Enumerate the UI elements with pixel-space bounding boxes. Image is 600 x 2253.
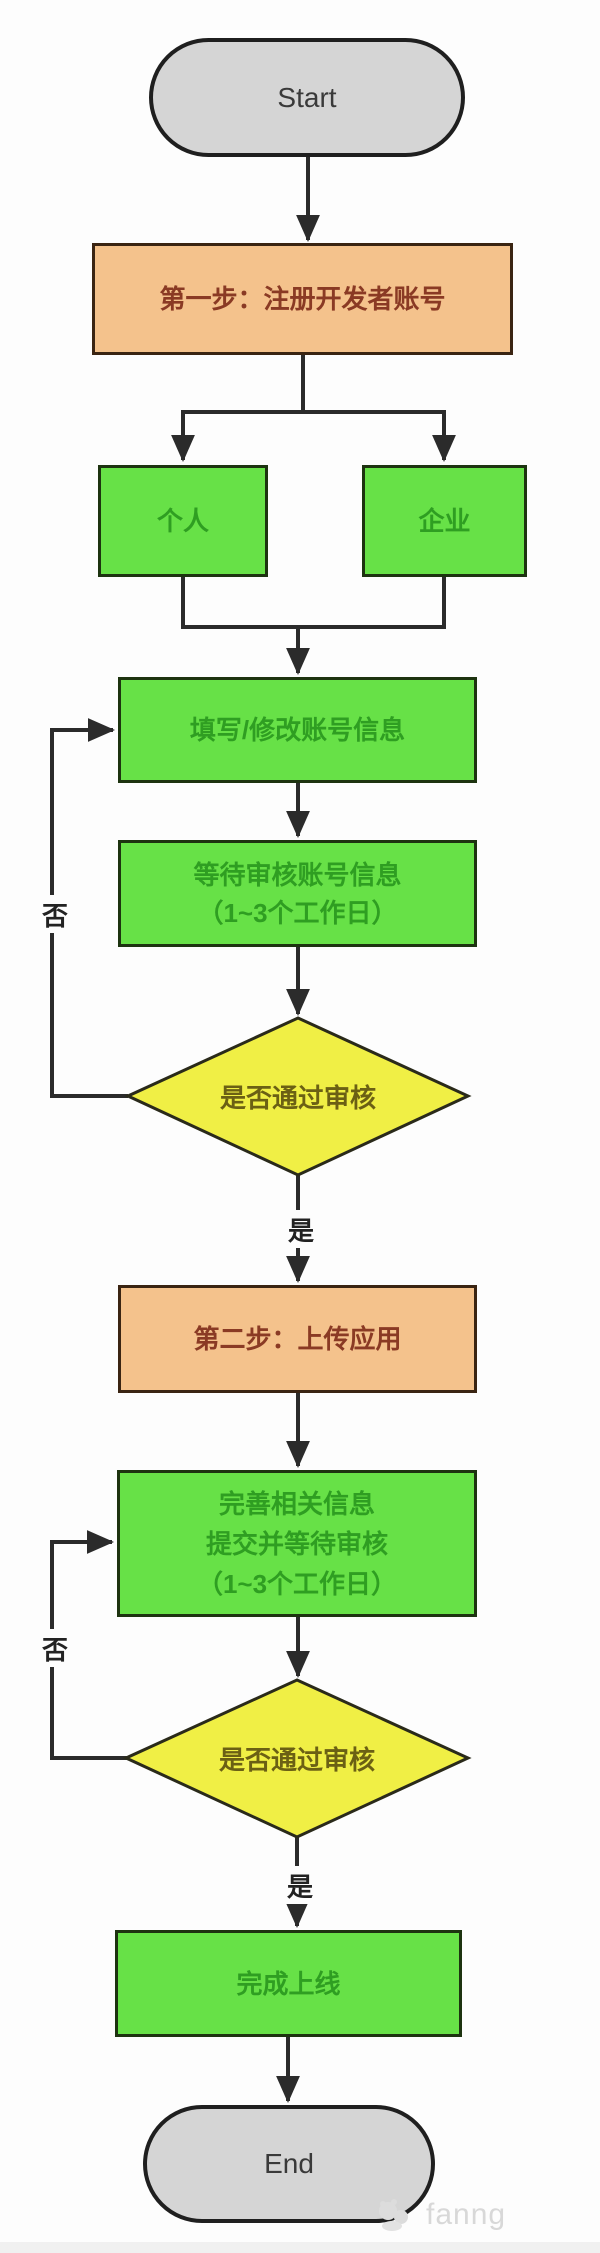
edge-step1-to-individual	[171, 355, 305, 462]
edge-step1-to-enterprise	[303, 410, 456, 462]
edge-label-no1: 否	[32, 895, 78, 933]
individual-node: 个人	[98, 465, 268, 577]
enterprise-label: 企业	[418, 506, 471, 536]
complete-info-node: 完善相关信息 提交并等待审核 （1~3个工作日）	[117, 1470, 477, 1617]
finish-node: 完成上线	[115, 1930, 462, 2037]
decision1-diamond	[124, 1016, 472, 1177]
bottom-band	[0, 2242, 600, 2253]
end-label: End	[264, 2148, 314, 2179]
edge-label-no2: 否	[32, 1629, 78, 1667]
decision2-diamond	[122, 1678, 472, 1839]
step1-node: 第一步：注册开发者账号	[92, 243, 513, 355]
decision2-label: 是否通过审核	[218, 1744, 375, 1775]
step2-label: 第二步：上传应用	[193, 1324, 402, 1354]
step2-node: 第二步：上传应用	[118, 1285, 477, 1393]
fill-info-label: 填写/修改账号信息	[189, 715, 406, 745]
decision1-label: 是否通过审核	[219, 1082, 376, 1113]
edge-enterprise-merge	[298, 577, 446, 629]
fill-info-node: 填写/修改账号信息	[118, 677, 477, 783]
wait-review-node: 等待审核账号信息 （1~3个工作日）	[118, 840, 477, 947]
watermark: fanng	[374, 2196, 506, 2234]
enterprise-node: 企业	[362, 465, 527, 577]
complete-info-line2: 提交并等待审核	[205, 1528, 388, 1559]
complete-info-line3: （1~3个工作日）	[196, 1568, 398, 1599]
individual-label: 个人	[156, 506, 209, 536]
watermark-logo-icon	[379, 2199, 408, 2231]
finish-label: 完成上线	[236, 1968, 341, 1999]
start-label: Start	[277, 81, 337, 113]
wait-review-line2: （1~3个工作日）	[197, 897, 398, 928]
edge-label-yes2: 是	[277, 1866, 323, 1904]
edge-label-yes1: 是	[278, 1210, 324, 1248]
start-node: Start	[149, 38, 465, 157]
watermark-text: fanng	[426, 2198, 507, 2231]
wait-review-line1: 等待审核账号信息	[193, 859, 402, 890]
edge-individual-merge	[181, 577, 298, 629]
step1-label: 第一步：注册开发者账号	[159, 284, 446, 314]
complete-info-line1: 完善相关信息	[218, 1488, 375, 1519]
